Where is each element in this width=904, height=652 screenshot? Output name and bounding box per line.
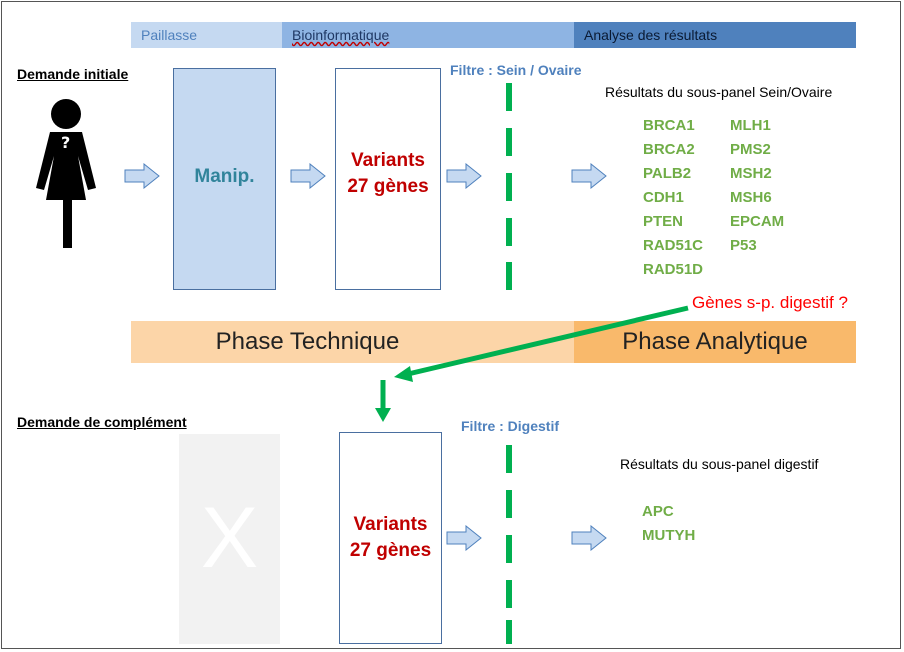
filter-dash [506, 535, 512, 563]
right-arrow-icon [571, 163, 607, 189]
gene-item: RAD51D [643, 261, 704, 278]
results-title-digestif: Résultats du sous-panel digestif [620, 456, 819, 472]
filter-label-digestif: Filtre : Digestif [461, 418, 560, 434]
variants-line1: Variants [351, 150, 425, 171]
cross-mark: X [200, 490, 259, 586]
gene-item: MLH1 [730, 117, 771, 134]
gene-item: PALB2 [643, 165, 692, 182]
gene-item: CDH1 [643, 189, 684, 206]
filter-dash [506, 262, 512, 290]
right-arrow-icon [446, 163, 482, 189]
variants-box-initial [335, 68, 441, 290]
variants-label-initial: Variants 27 gènes [335, 148, 441, 200]
gene-item: RAD51C [643, 237, 704, 254]
gene-item: MSH2 [730, 165, 772, 182]
gene-item: PTEN [643, 213, 684, 230]
gene-item: BRCA1 [643, 117, 695, 134]
crossed-manip-box [179, 434, 280, 644]
question-digestif: Gènes s-p. digestif ? [692, 293, 848, 312]
filter-dash [506, 173, 512, 201]
filter-dash [506, 218, 512, 246]
gene-list-col2: MLH1 PMS2 MSH2 MSH6 EPCAM P53 [730, 114, 784, 258]
gene-item: APC [642, 503, 674, 520]
manip-label: Manip. [194, 166, 255, 187]
filter-dash [506, 83, 512, 111]
variants-box-complement [339, 432, 442, 644]
svg-text:?: ? [61, 133, 70, 152]
filter-dash [506, 620, 512, 644]
variants-line2: 27 gènes [347, 176, 429, 197]
filter-dash [506, 445, 512, 473]
gene-item: PMS2 [730, 141, 771, 158]
gene-item: EPCAM [730, 213, 785, 230]
connector-arrow-icon [375, 305, 689, 422]
gene-item: MUTYH [642, 527, 696, 544]
variants-line2: 27 gènes [349, 540, 432, 561]
right-arrow-icon [124, 163, 160, 189]
header-analyse: Analyse des résultats [574, 22, 856, 48]
manip-box [173, 68, 276, 290]
header-paillasse: Paillasse [131, 22, 282, 48]
filter-dash [506, 128, 512, 156]
gene-item: MSH6 [730, 189, 772, 206]
results-title-sein-ovaire: Résultats du sous-panel Sein/Ovaire [605, 84, 833, 100]
variants-line1: Variants [353, 514, 428, 535]
phase-analytique: Phase Analytique [574, 321, 856, 363]
filter-dash [506, 490, 512, 518]
complement-request-title: Demande de complément [17, 414, 187, 430]
right-arrow-icon [446, 525, 482, 551]
gene-list-col1: BRCA1 BRCA2 PALB2 CDH1 PTEN RAD51C RAD51… [643, 114, 703, 282]
right-arrow-icon [290, 163, 326, 189]
person-icon: ? [36, 99, 96, 248]
header-bioinformatique: Bioinformatique [282, 22, 574, 48]
phase-technique: Phase Technique [131, 321, 574, 363]
initial-request-title: Demande initiale [17, 66, 129, 82]
gene-item: BRCA2 [643, 141, 695, 158]
gene-item: P53 [730, 237, 757, 254]
variants-label-complement: Variants 27 gènes [339, 512, 442, 564]
filter-label-sein-ovaire: Filtre : Sein / Ovaire [450, 62, 582, 78]
right-arrow-icon [571, 525, 607, 551]
filter-dash [506, 580, 512, 608]
gene-list-digestif: APC MUTYH [642, 500, 695, 548]
